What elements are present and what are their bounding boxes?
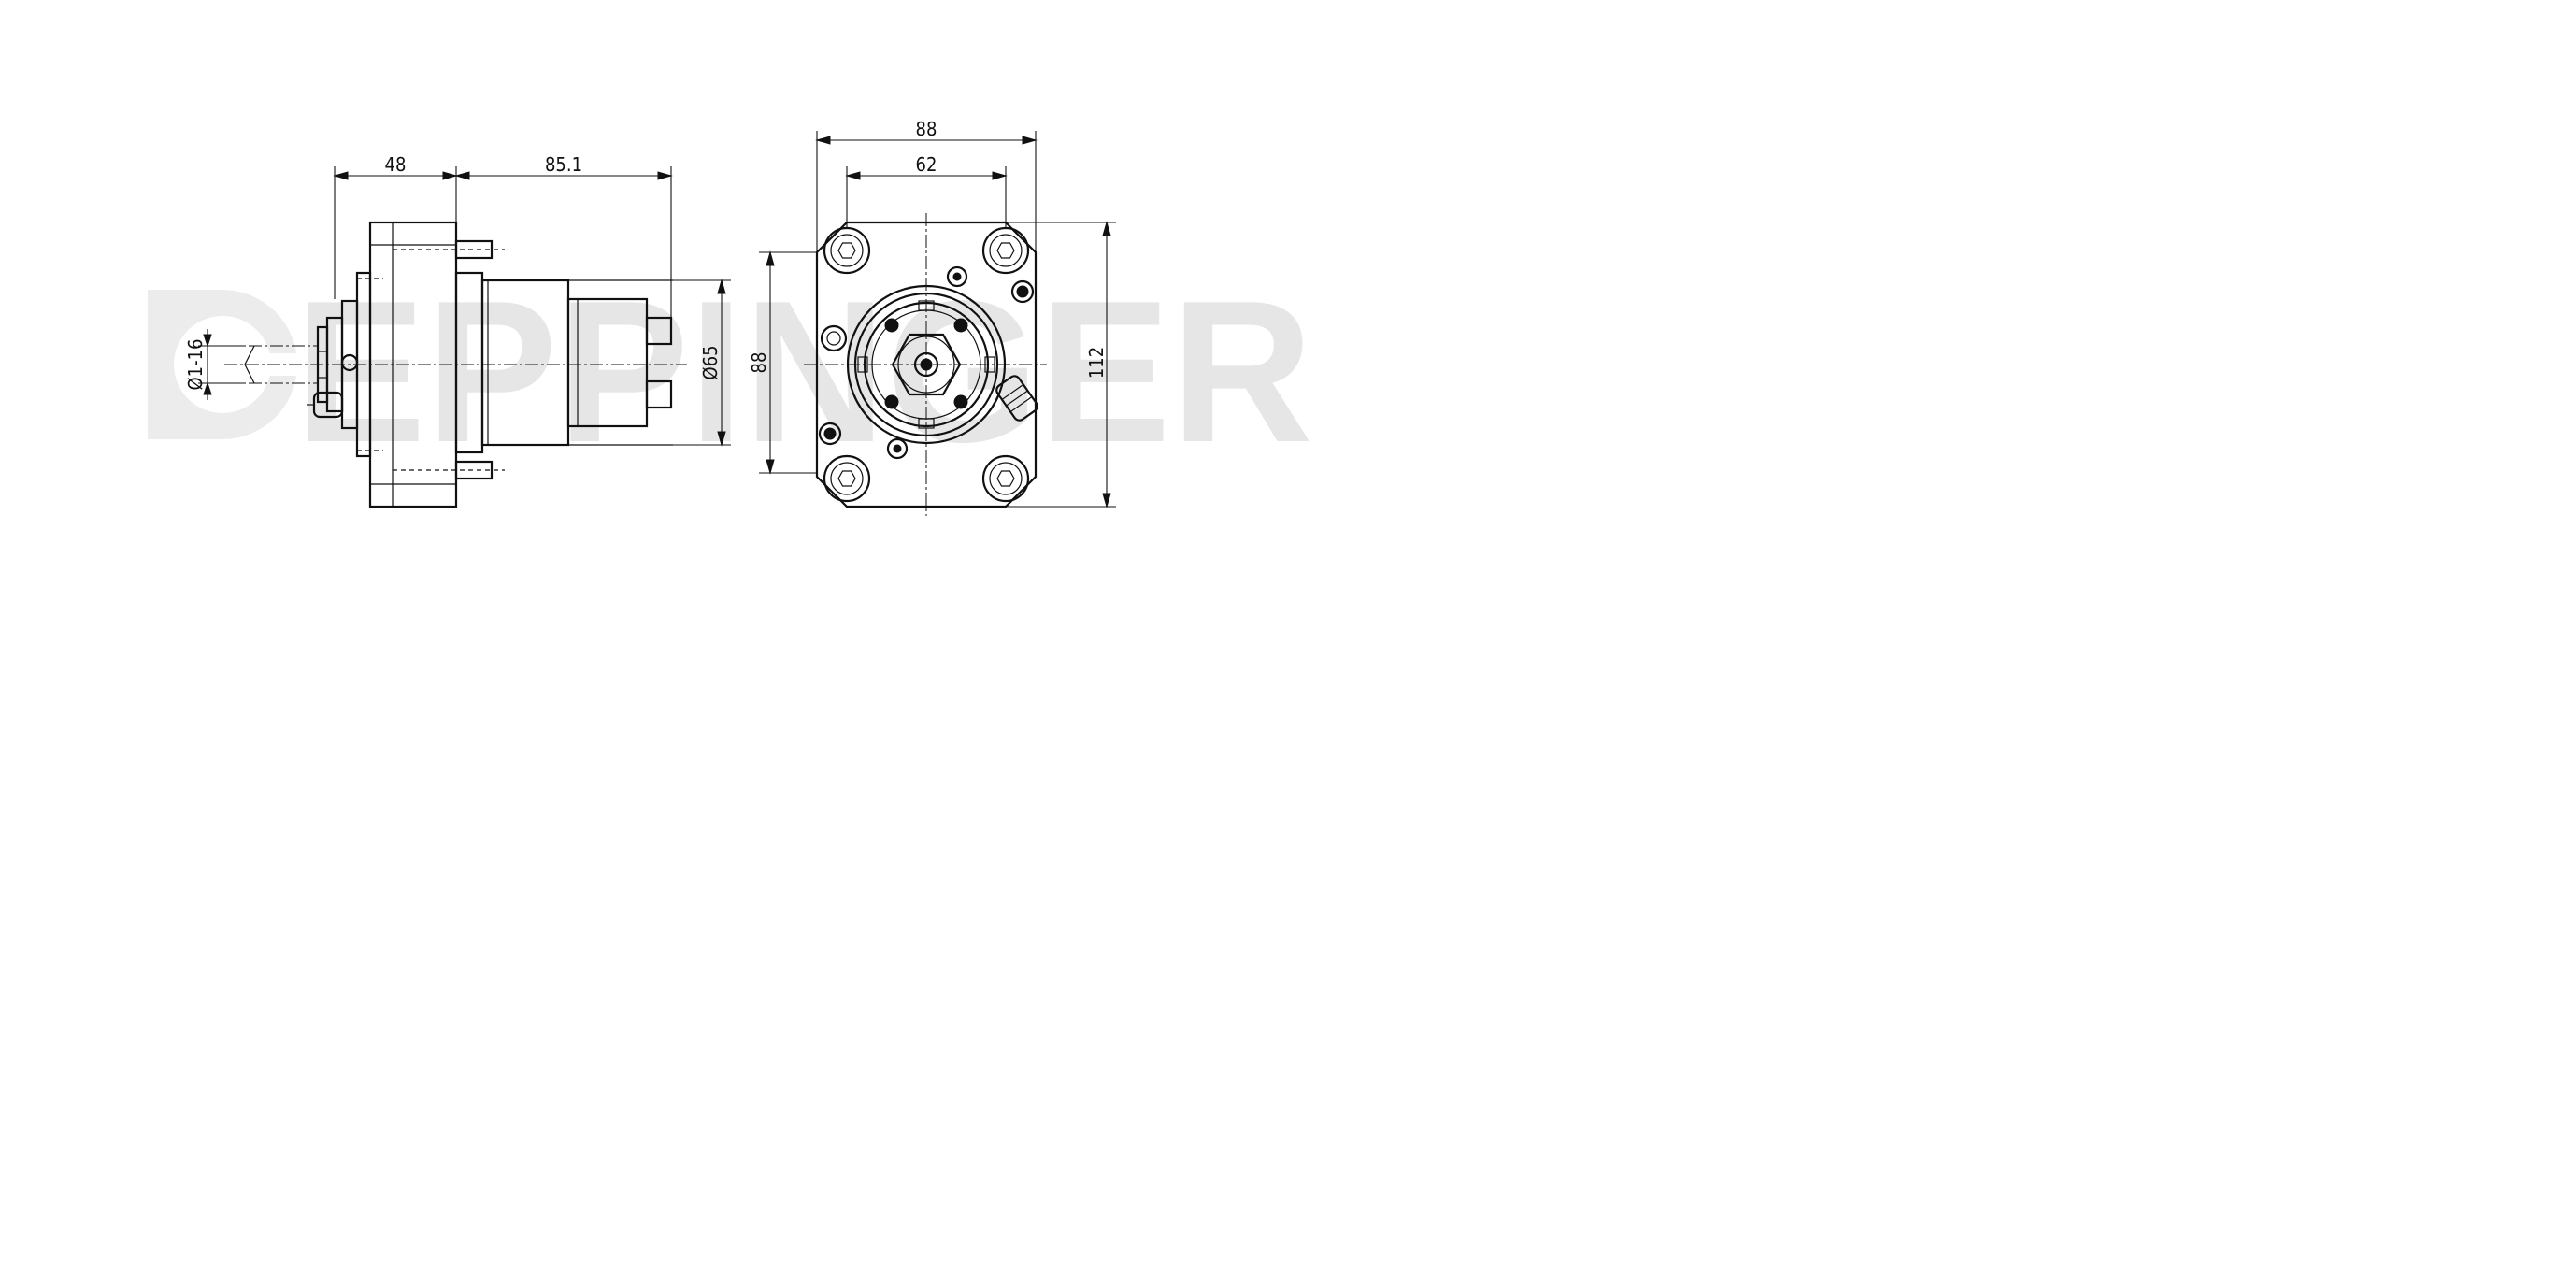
watermark-text: EPPINGER xyxy=(294,258,1313,484)
dim-body-length: 85.1 xyxy=(545,153,582,176)
corner-bolt-bl xyxy=(823,454,871,503)
front-view: 88 62 88 112 xyxy=(748,118,1116,516)
technical-drawing: EPPINGER xyxy=(148,118,1313,516)
dim-flange-length: 48 xyxy=(385,153,407,176)
brand-watermark: EPPINGER xyxy=(148,258,1313,484)
dim-collet-range: Ø1-16 xyxy=(184,339,207,391)
corner-bolt-tl xyxy=(823,226,871,275)
dim-bolt-spacing: 62 xyxy=(916,153,937,176)
dim-outer-width: 88 xyxy=(916,118,937,140)
coolant-nozzle xyxy=(995,375,1038,422)
corner-bolt-br xyxy=(981,454,1030,503)
corner-bolt-tr xyxy=(981,226,1030,275)
dim-body-height: 88 xyxy=(748,352,770,374)
side-view: 48 85.1 Ø65 Ø1-16 xyxy=(184,153,731,508)
dim-total-height: 112 xyxy=(1085,347,1108,379)
dim-body-diameter: Ø65 xyxy=(699,345,722,379)
